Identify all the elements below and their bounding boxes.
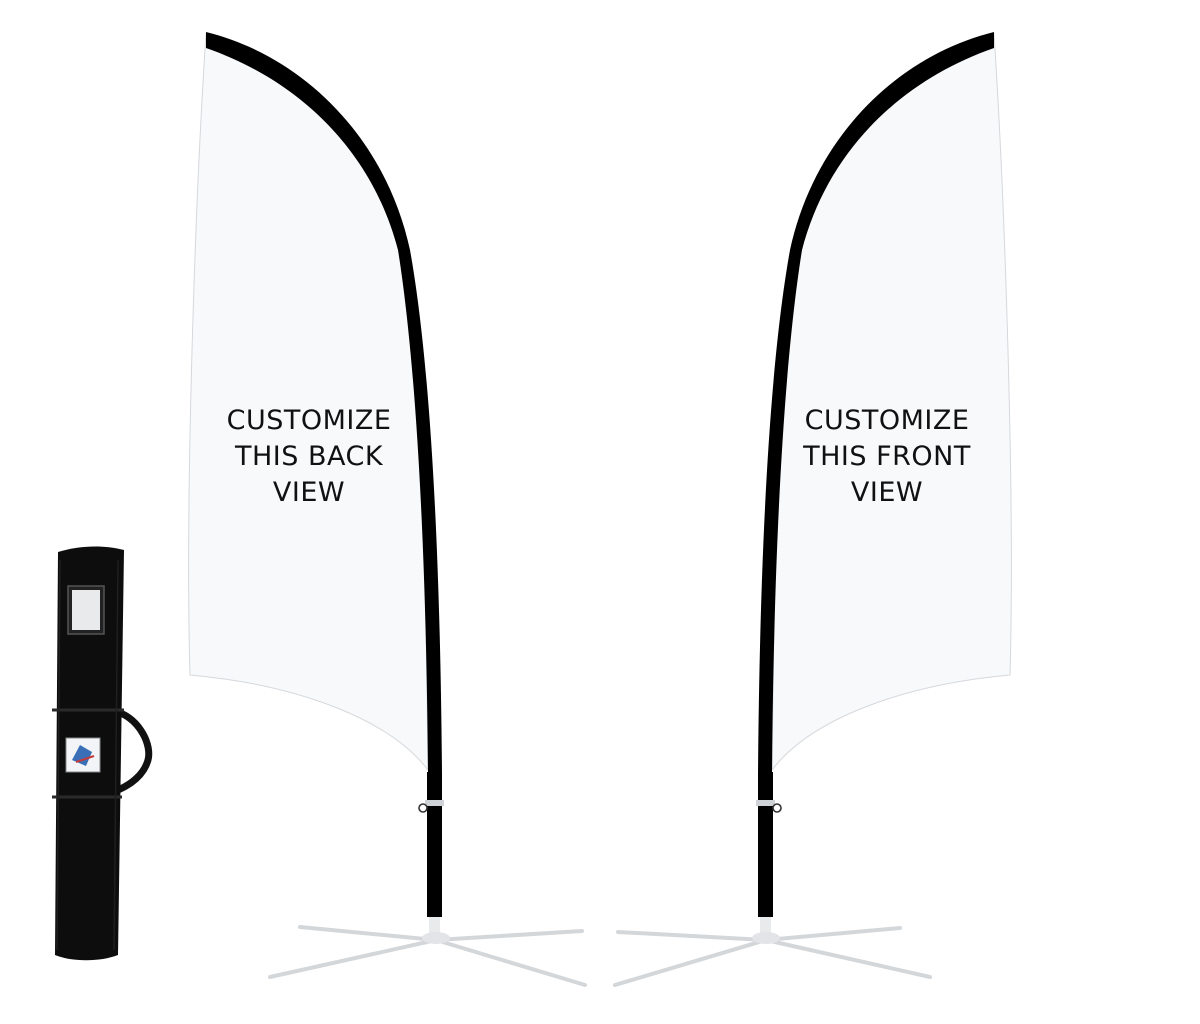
back-lower-pole: [427, 772, 442, 917]
back-view-label-line-3: VIEW: [272, 477, 346, 508]
back-cross-base-icon: [268, 925, 587, 987]
front-pole-spike: [760, 917, 771, 939]
front-pole-clip: [756, 800, 775, 806]
back-pole-spike: [429, 917, 440, 939]
bag-handle: [114, 708, 153, 794]
back-view-label-line-2: THIS BACK: [234, 441, 384, 472]
back-flag: [188, 32, 444, 939]
carry-bag-icon: [52, 546, 153, 961]
back-view-label[interactable]: CUSTOMIZE THIS BACK VIEW: [199, 403, 419, 511]
front-flag-fabric: [771, 33, 1012, 772]
front-cross-base-icon: [613, 926, 932, 987]
front-lower-pole: [758, 772, 773, 917]
front-flag: [756, 32, 1012, 939]
front-pole-ring-icon: [772, 803, 782, 813]
front-view-label-line-1: CUSTOMIZE: [804, 405, 970, 436]
back-flag-fabric: [188, 33, 429, 772]
back-pole-clip: [425, 800, 444, 806]
front-view-label-line-3: VIEW: [850, 477, 924, 508]
front-view-label[interactable]: CUSTOMIZE THIS FRONT VIEW: [777, 403, 997, 511]
back-pole-ring-icon: [418, 803, 428, 813]
back-view-label-line-1: CUSTOMIZE: [226, 405, 392, 436]
front-view-label-line-2: THIS FRONT: [803, 441, 971, 472]
